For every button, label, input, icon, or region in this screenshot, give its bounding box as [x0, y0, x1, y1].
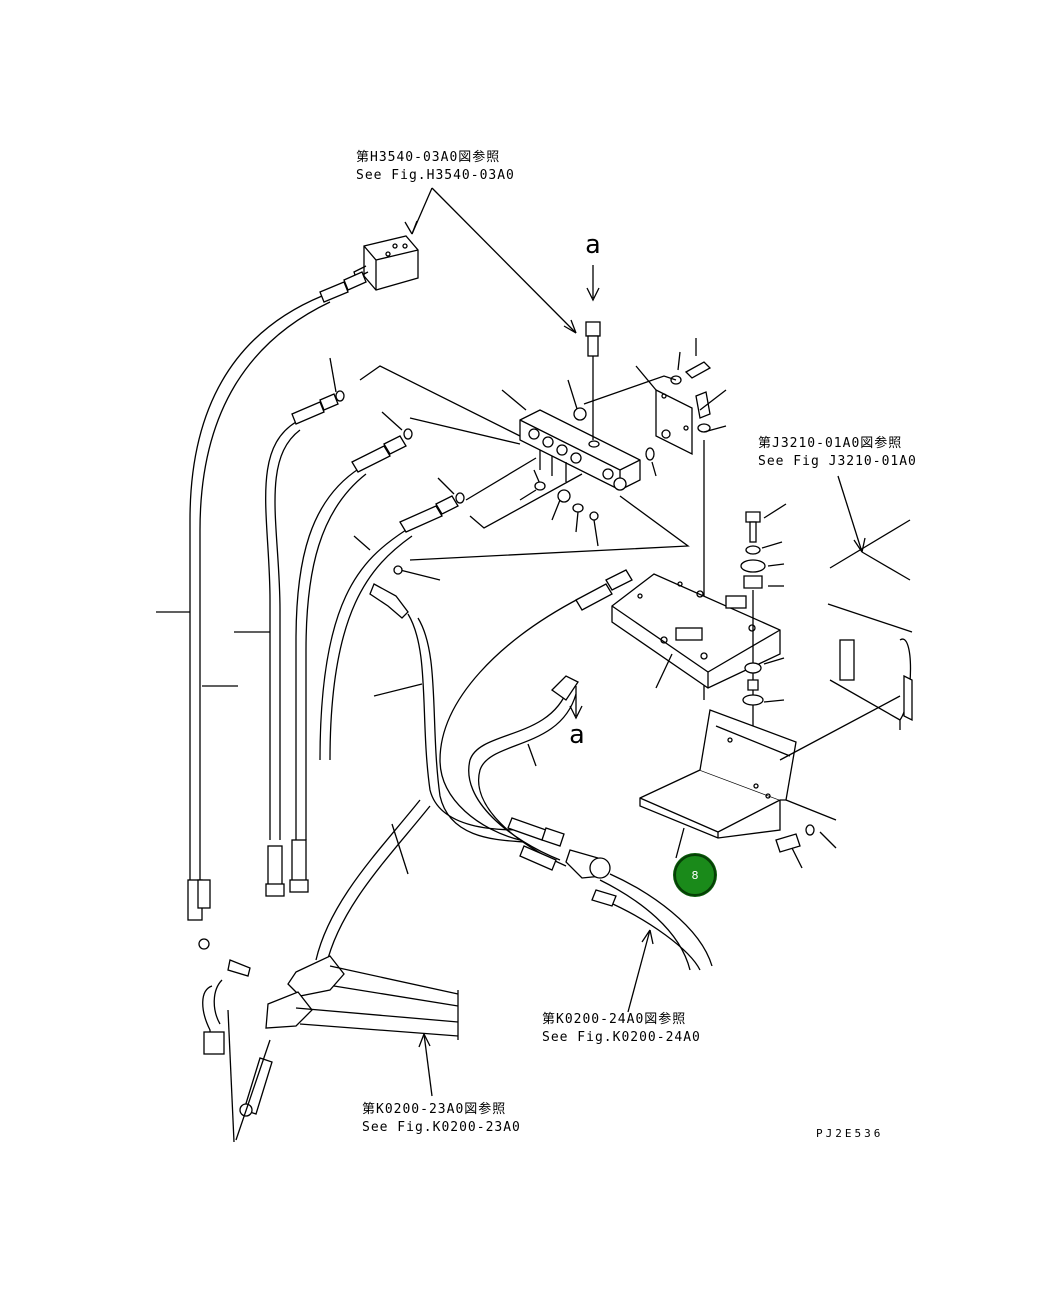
arrow-a-lines [569, 265, 600, 720]
ref-j3210-jp: 第J3210-01A0図参照 [758, 436, 903, 451]
part-callout-marker[interactable]: 8 [674, 854, 716, 896]
hose-fittings [187, 271, 633, 921]
reference-leaders [404, 187, 866, 1097]
bracket [639, 709, 815, 853]
lower-fittings [198, 938, 459, 1141]
ref-k0200-23-jp: 第K0200-23A0図参照 [362, 1102, 507, 1117]
ref-j3210-en: See Fig J3210-01A0 [758, 454, 917, 469]
ref-k0200-23-en: See Fig.K0200-23A0 [362, 1120, 521, 1135]
frame-section [779, 519, 913, 821]
solenoid-plate [611, 573, 781, 689]
hoses [189, 295, 713, 971]
callout-number: 8 [691, 868, 699, 882]
ref-k0200-24-jp: 第K0200-24A0図参照 [542, 1012, 687, 1027]
ref-h3540-jp: 第H3540-03A0図参照 [356, 150, 501, 165]
ref-k0200-24-en: See Fig.K0200-24A0 [542, 1030, 701, 1045]
leader-lines [156, 338, 837, 1143]
drawing-code: PJ2E536 [816, 1127, 884, 1140]
bolt-stack [740, 511, 766, 780]
arrow-label-bottom: a [569, 720, 585, 750]
adapter-fitting [585, 321, 601, 440]
arrow-label-top: a [585, 230, 601, 260]
ref-h3540-en: See Fig.H3540-03A0 [356, 168, 515, 183]
manifold [519, 409, 641, 491]
